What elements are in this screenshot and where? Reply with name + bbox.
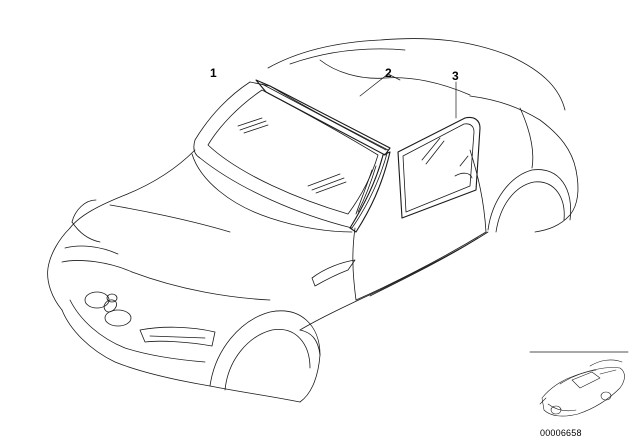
leader-line-2b [387, 73, 401, 81]
windscreen-frame-seal [255, 79, 391, 233]
car-body-outline [47, 38, 579, 403]
document-number: 00006658 [540, 428, 582, 438]
callout-1: 1 [210, 66, 217, 80]
leader-line-2 [359, 73, 389, 97]
side-window [397, 116, 481, 219]
leader-lines [359, 73, 457, 119]
callout-2: 2 [385, 66, 392, 80]
callout-3: 3 [452, 69, 459, 83]
thumbnail-inset [529, 351, 629, 417]
